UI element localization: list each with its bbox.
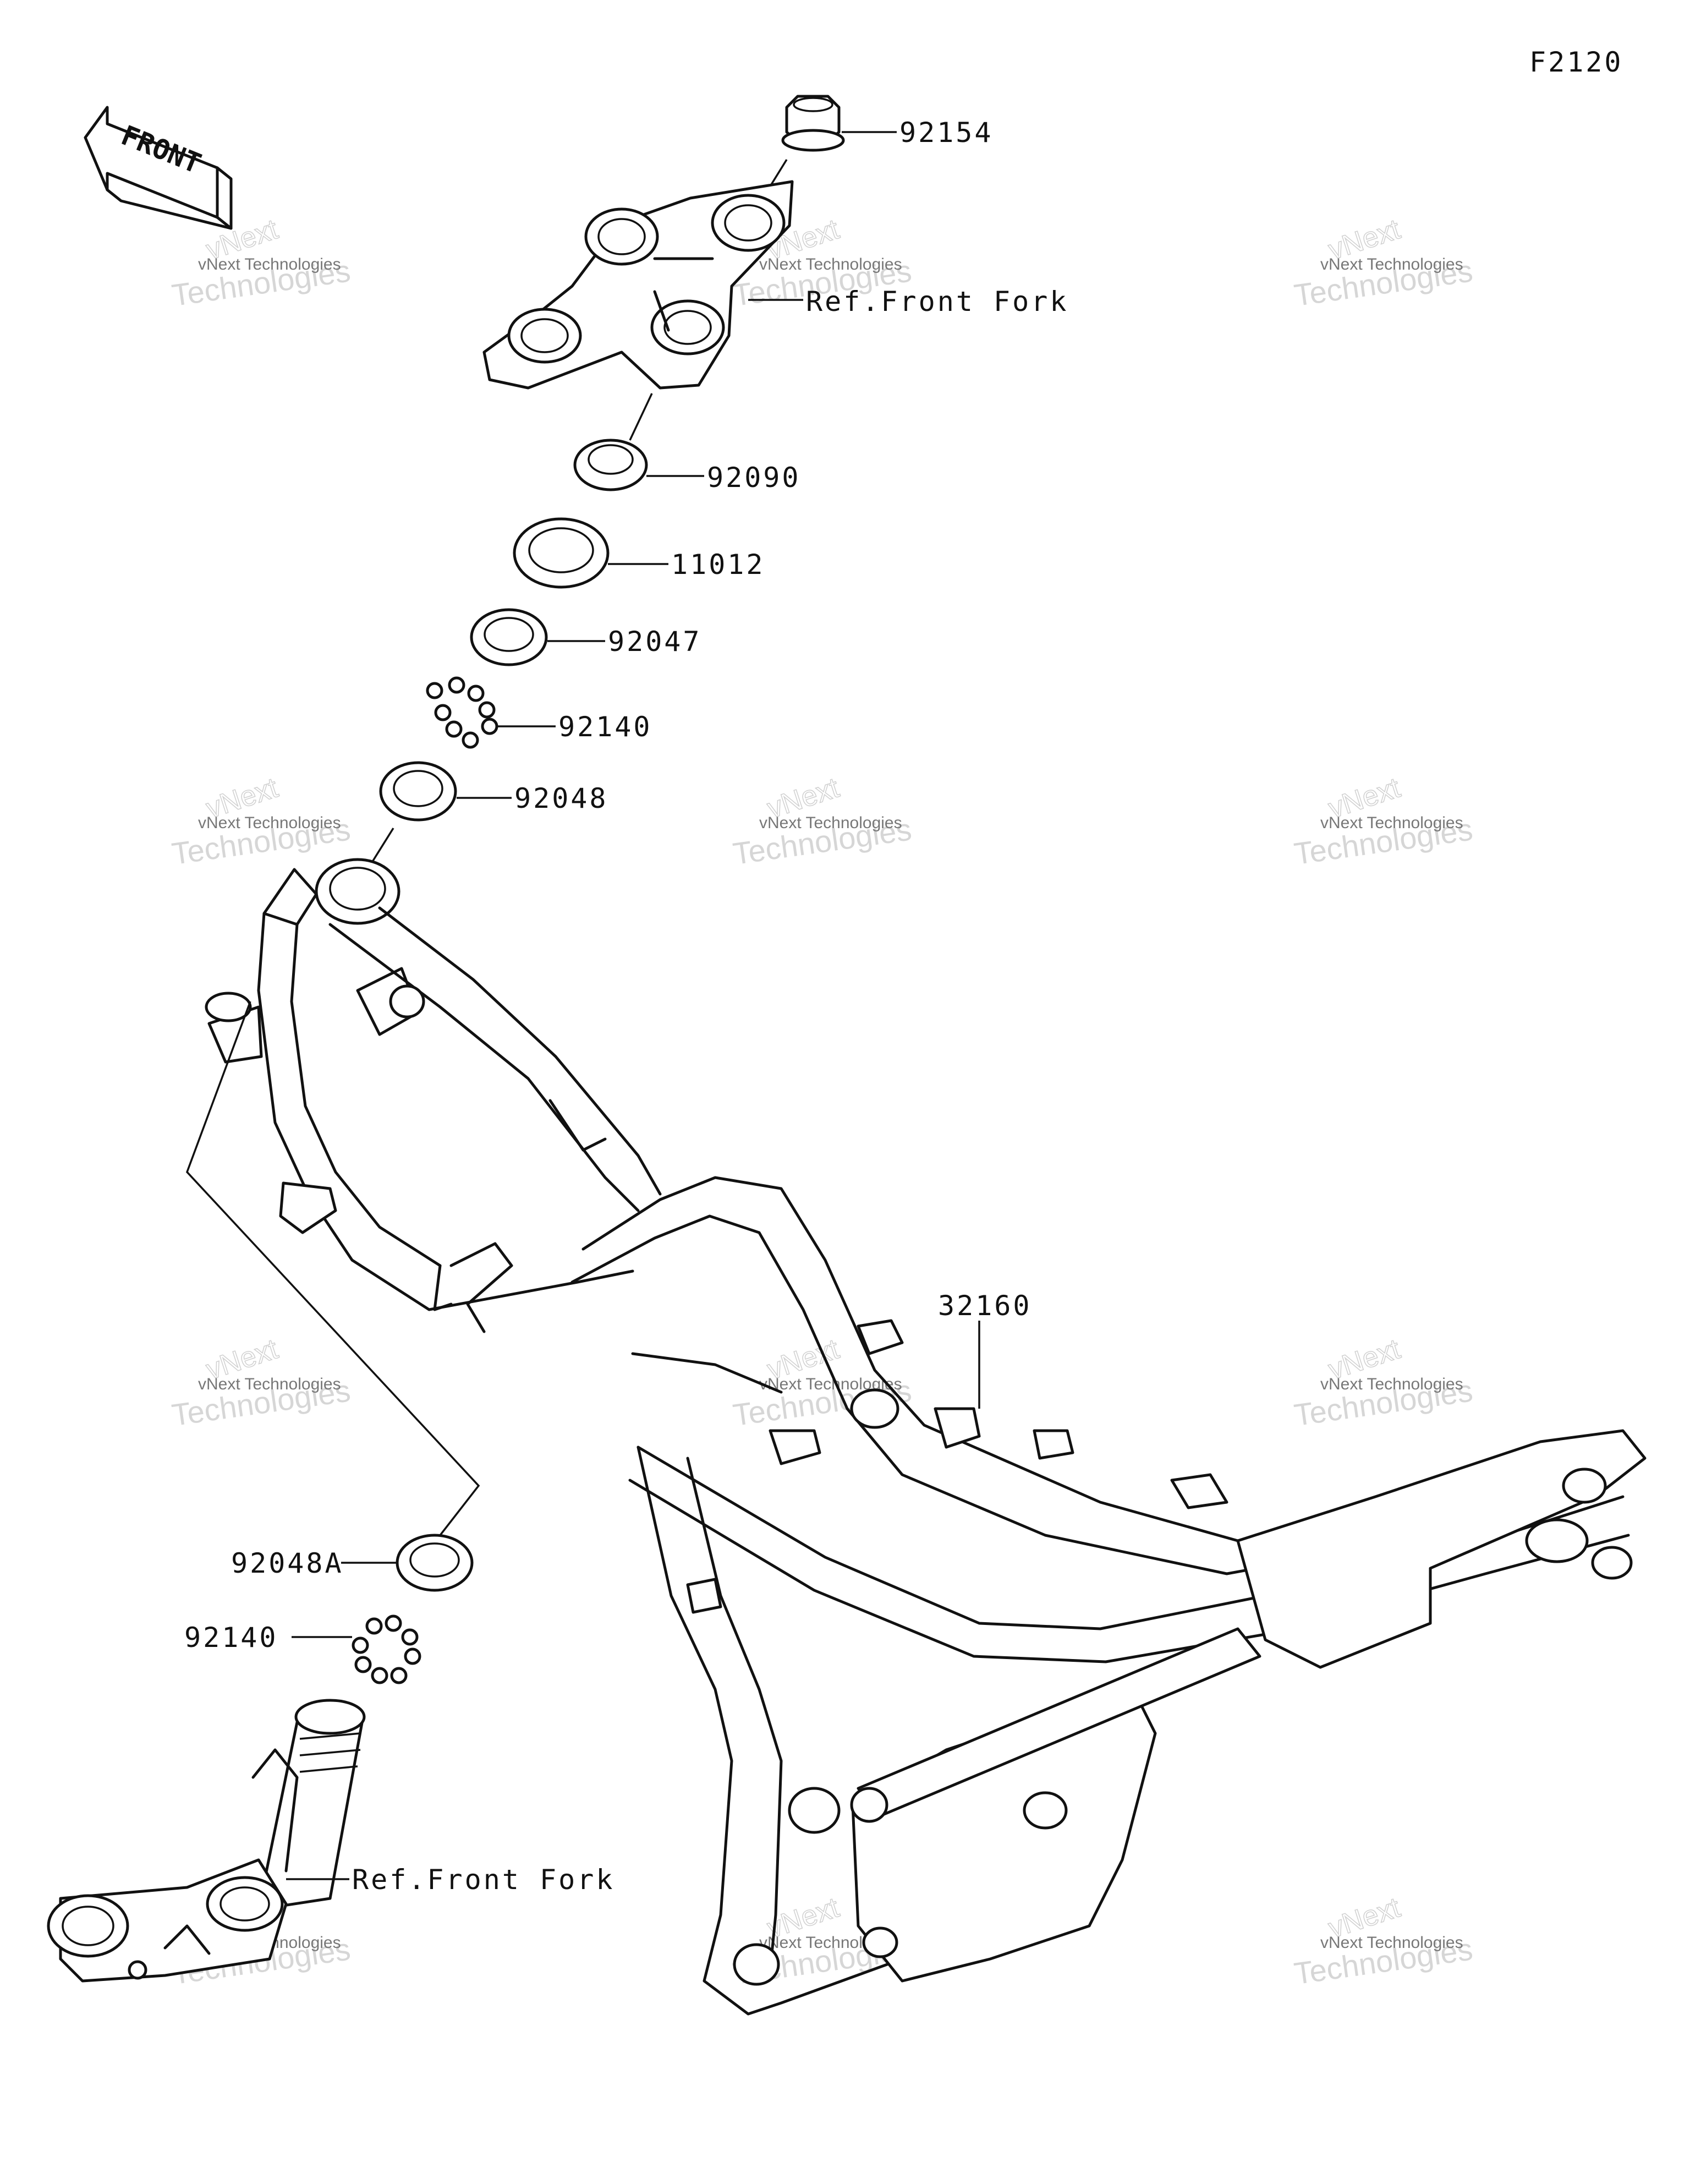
label-92047: 92047 (608, 626, 702, 658)
label-32160: 32160 (938, 1290, 1032, 1322)
label-92154: 92154 (899, 117, 994, 149)
label-92048A: 92048A (231, 1547, 344, 1579)
watermark-company: vNext Technologies (759, 814, 902, 832)
label-92140-lower: 92140 (184, 1622, 278, 1654)
part-92154-nut[interactable] (781, 95, 845, 152)
label-92090: 92090 (707, 462, 801, 494)
label-ref-front-fork-lower: Ref.Front Fork (352, 1864, 614, 1896)
part-upper-bracket[interactable] (482, 180, 794, 390)
watermark-company: vNext Technologies (759, 255, 902, 273)
watermark-company: vNext Technologies (1320, 1375, 1463, 1393)
watermark-company: vNext Technologies (1320, 255, 1463, 273)
front-arrow-icon: FRONT (84, 106, 233, 230)
watermark-company: vNext Technologies (198, 255, 341, 273)
part-92047-race[interactable] (470, 608, 548, 666)
label-92140-upper: 92140 (558, 711, 652, 743)
label-11012: 11012 (671, 549, 765, 581)
part-92140-steel-balls-upper[interactable] (426, 676, 498, 749)
part-92140-steel-balls-lower[interactable] (352, 1614, 421, 1684)
watermark-company: vNext Technologies (1320, 814, 1463, 832)
watermark-company: vNext Technologies (198, 814, 341, 832)
part-92048A-race[interactable] (396, 1534, 474, 1592)
part-92048-race[interactable] (379, 761, 457, 822)
part-steering-stem[interactable] (47, 1699, 366, 1983)
label-ref-front-fork-upper: Ref.Front Fork (806, 286, 1068, 318)
part-32160-frame[interactable] (205, 858, 1647, 2016)
part-92090-nut[interactable] (573, 439, 648, 491)
watermark-company: vNext Technologies (1320, 1934, 1463, 1952)
part-11012-cap[interactable] (513, 517, 610, 589)
label-92048: 92048 (514, 782, 608, 814)
watermark-company: vNext Technologies (198, 1375, 341, 1393)
figure-code: F2120 (1529, 46, 1623, 78)
